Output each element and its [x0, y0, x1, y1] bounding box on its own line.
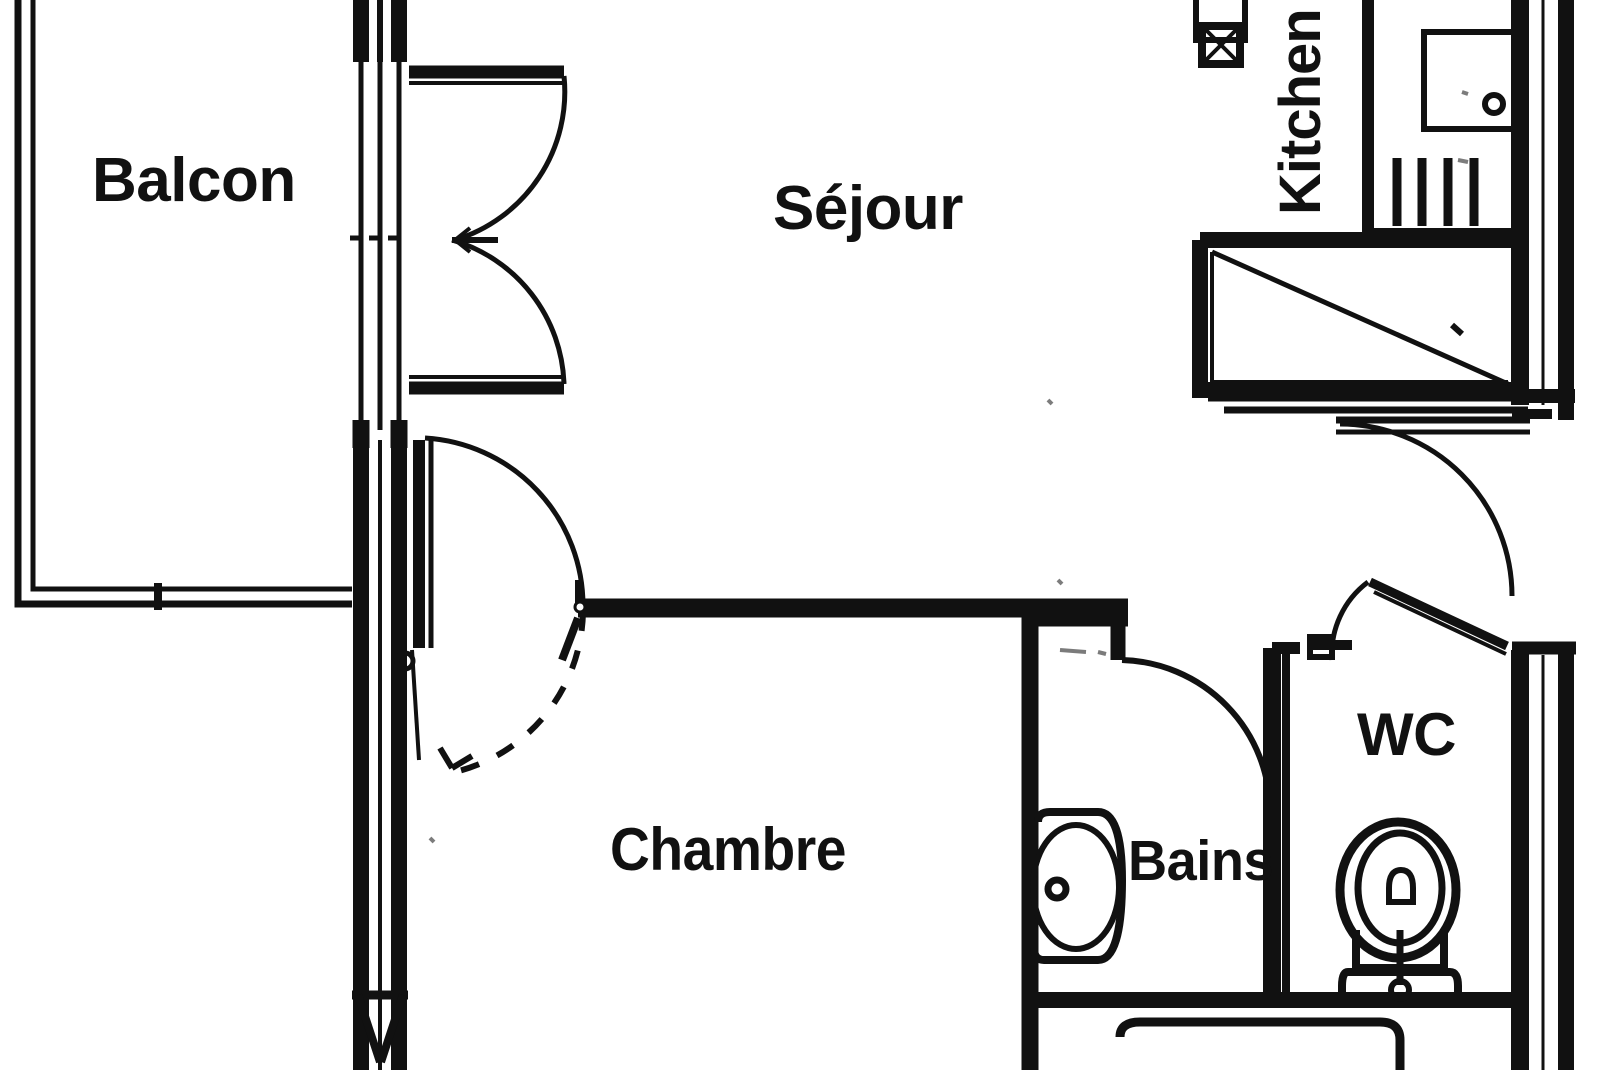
balcony-french-door-upper [409, 65, 568, 254]
chambre-door [394, 435, 586, 775]
balcony-french-door-lower [409, 237, 567, 395]
room-label-sejour: Séjour [773, 174, 963, 243]
room-label-wc: WC [1357, 701, 1456, 768]
wc-door [1307, 577, 1509, 661]
room-label-bains: Bains [1128, 829, 1274, 893]
room-label-chambre: Chambre [610, 816, 847, 883]
spine-wall [350, 0, 408, 1070]
scan-speckles [428, 90, 1469, 844]
room-label-kitchen: Kitchen [1268, 9, 1333, 215]
hall-door [1336, 416, 1530, 597]
sejour-chambre-partition [558, 580, 1128, 662]
wc-fixtures [1335, 817, 1462, 1004]
closet-cupboard [1192, 232, 1528, 414]
room-label-balcon: Balcon [92, 146, 296, 215]
balcony-railing [14, 0, 352, 610]
kitchen-walls [1362, 0, 1575, 420]
bains-fixtures [1030, 808, 1405, 1070]
